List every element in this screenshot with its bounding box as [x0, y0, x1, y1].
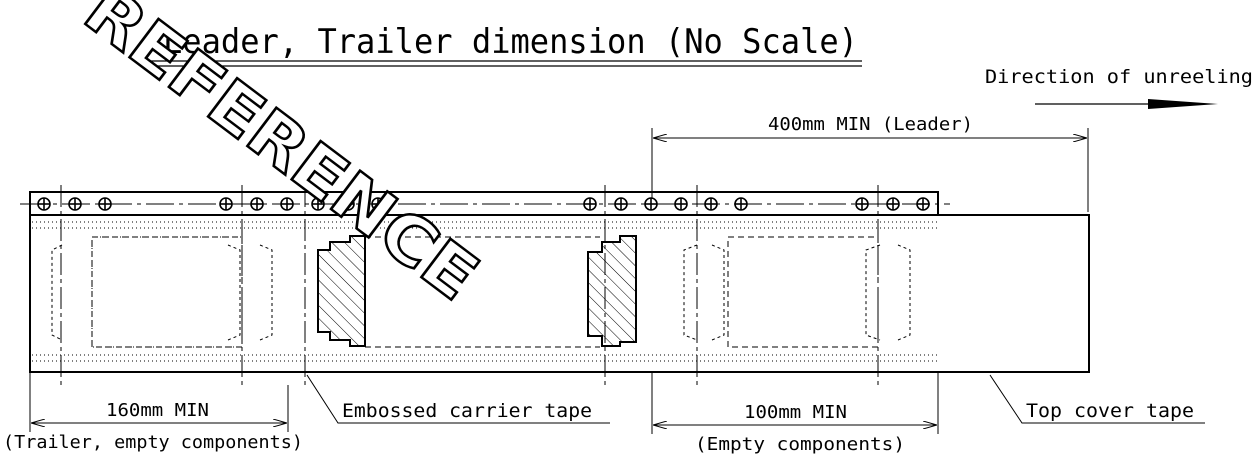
- trailer-dimension-note: (Trailer, empty components): [3, 432, 303, 453]
- sprocket-hole: [371, 197, 385, 211]
- sprocket-hole: [644, 197, 658, 211]
- sprocket-hole: [674, 197, 688, 211]
- diagram-title: Leader, Trailer dimension (No Scale): [163, 22, 858, 62]
- sprocket-hole: [916, 197, 930, 211]
- sprocket-hole: [583, 197, 597, 211]
- empty-pocket-leader: [683, 236, 911, 348]
- sprocket-hole: [250, 197, 264, 211]
- direction-label: Direction of unreeling: [985, 66, 1253, 88]
- empty-dimension-note: (Empty components): [695, 434, 905, 455]
- sprocket-hole: [614, 197, 628, 211]
- sprocket-hole: [886, 197, 900, 211]
- sprocket-hole: [311, 197, 325, 211]
- cover-callout-label: Top cover tape: [1026, 400, 1194, 422]
- sprocket-hole: [219, 197, 233, 211]
- component-section-left: [317, 235, 366, 347]
- carrier-callout-leader: [306, 374, 610, 424]
- sprocket-holes: [37, 197, 930, 211]
- sprocket-hole: [704, 197, 718, 211]
- sprocket-hole: [734, 197, 748, 211]
- embossed-carrier-tape: [29, 214, 1090, 373]
- sprocket-hole: [855, 197, 869, 211]
- sprocket-hole: [341, 197, 355, 211]
- sprocket-hole: [280, 197, 294, 211]
- direction-arrow-head: [1148, 99, 1218, 109]
- tape-dotted-edges: [32, 221, 938, 362]
- carrier-callout-label: Embossed carrier tape: [342, 400, 592, 422]
- center-pocket-outline: [365, 236, 600, 348]
- cover-callout-leader: [989, 374, 1205, 424]
- empty-pocket-trailer: [51, 236, 273, 348]
- leader-dimension-label: 400mm MIN (Leader): [768, 114, 973, 135]
- sprocket-hole: [98, 197, 112, 211]
- empty-dimension-label: 100mm MIN: [744, 402, 847, 423]
- sprocket-hole: [37, 197, 51, 211]
- sprocket-hole: [68, 197, 82, 211]
- trailer-dimension-label: 160mm MIN: [106, 400, 209, 421]
- component-section-right: [587, 235, 637, 347]
